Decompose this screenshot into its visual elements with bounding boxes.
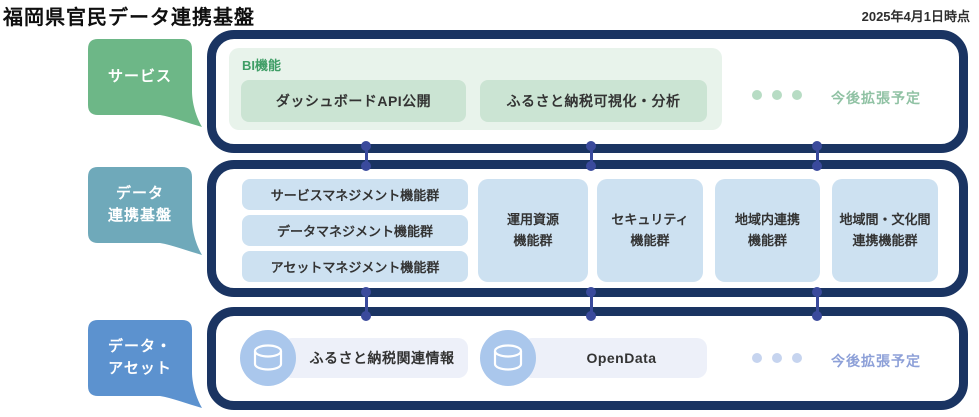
connector-dot — [586, 141, 596, 151]
connector-line — [586, 287, 596, 321]
dot — [752, 90, 762, 100]
tab-platform-label: データ 連携基盤 — [88, 167, 192, 243]
platform-item-intra-region: 地域内連携 機能群 — [715, 179, 820, 282]
ellipsis-dots-service — [752, 90, 802, 100]
connector-dot — [361, 141, 371, 151]
service-item-furusato-analysis: ふるさと納税可視化・分析 — [480, 80, 707, 122]
dot — [792, 90, 802, 100]
platform-item-data-mgmt: データマネジメント機能群 — [242, 215, 468, 246]
tab-service-line1: サービス — [107, 68, 172, 86]
connector-stem — [364, 146, 368, 166]
expand-note-service: 今後拡張予定 — [831, 90, 921, 106]
line1: 地域間・文化間 — [839, 211, 931, 227]
speech-bubble-shape — [88, 167, 202, 255]
asset-pill-furusato: ふるさと納税関連情報 — [282, 338, 468, 378]
platform-item-service-mgmt: サービスマネジメント機能群 — [242, 179, 468, 210]
platform-item-security: セキュリティ 機能群 — [597, 179, 703, 282]
database-icon — [480, 330, 536, 386]
dot — [752, 353, 762, 363]
tab-service: サービス — [88, 39, 208, 133]
line1: 地域内連携 — [734, 211, 800, 227]
line2: 機能群 — [630, 232, 670, 248]
connector-stem — [815, 292, 819, 316]
asset-pill-opendata: OpenData — [522, 338, 707, 378]
tab-assets-line1: データ・ — [107, 338, 172, 356]
speech-bubble-shape — [88, 320, 202, 408]
connector-line — [586, 141, 596, 171]
tab-service-label: サービス — [88, 39, 192, 115]
connector-dot — [812, 287, 822, 297]
tab-platform-line2: 連携基盤 — [107, 207, 172, 224]
tab-platform-line1: データ — [115, 185, 164, 203]
date-note: 2025年4月1日時点 — [861, 9, 970, 24]
line1: 運用資源 — [506, 211, 559, 227]
connector-dot — [812, 161, 822, 171]
connector-stem — [589, 292, 593, 316]
bi-function-label: BI機能 — [242, 58, 282, 73]
platform-item-inter-region-culture: 地域間・文化間 連携機能群 — [832, 179, 938, 282]
connector-stem — [364, 292, 368, 316]
tab-platform: データ 連携基盤 — [88, 167, 208, 261]
tab-assets-label: データ・ アセット — [88, 320, 192, 396]
dot — [772, 90, 782, 100]
connector-stem — [589, 146, 593, 166]
connector-dot — [812, 141, 822, 151]
tab-assets: データ・ アセット — [88, 320, 208, 414]
connector-line — [812, 287, 822, 321]
line1: セキュリティ — [611, 211, 689, 227]
dot — [772, 353, 782, 363]
connector-dot — [812, 311, 822, 321]
tab-assets-line2: アセット — [108, 360, 172, 377]
connector-line — [812, 141, 822, 171]
connector-dot — [586, 161, 596, 171]
platform-item-operation-resources: 運用資源 機能群 — [478, 179, 588, 282]
ellipsis-dots-assets — [752, 353, 802, 363]
expand-note-assets: 今後拡張予定 — [831, 353, 921, 369]
connector-line — [361, 141, 371, 171]
connector-dot — [361, 287, 371, 297]
line2: 連携機能群 — [852, 232, 918, 248]
line2: 機能群 — [747, 232, 787, 248]
connector-dot — [361, 161, 371, 171]
connector-dot — [586, 287, 596, 297]
line2: 機能群 — [513, 232, 553, 248]
connector-stem — [815, 146, 819, 166]
page-title: 福岡県官民データ連携基盤 — [3, 7, 255, 29]
connector-line — [361, 287, 371, 321]
platform-item-asset-mgmt: アセットマネジメント機能群 — [242, 251, 468, 282]
service-item-dashboard-api: ダッシュボードAPI公開 — [241, 80, 466, 122]
database-icon — [240, 330, 296, 386]
speech-bubble-shape — [88, 39, 202, 127]
connector-dot — [361, 311, 371, 321]
connector-dot — [586, 311, 596, 321]
dot — [792, 353, 802, 363]
